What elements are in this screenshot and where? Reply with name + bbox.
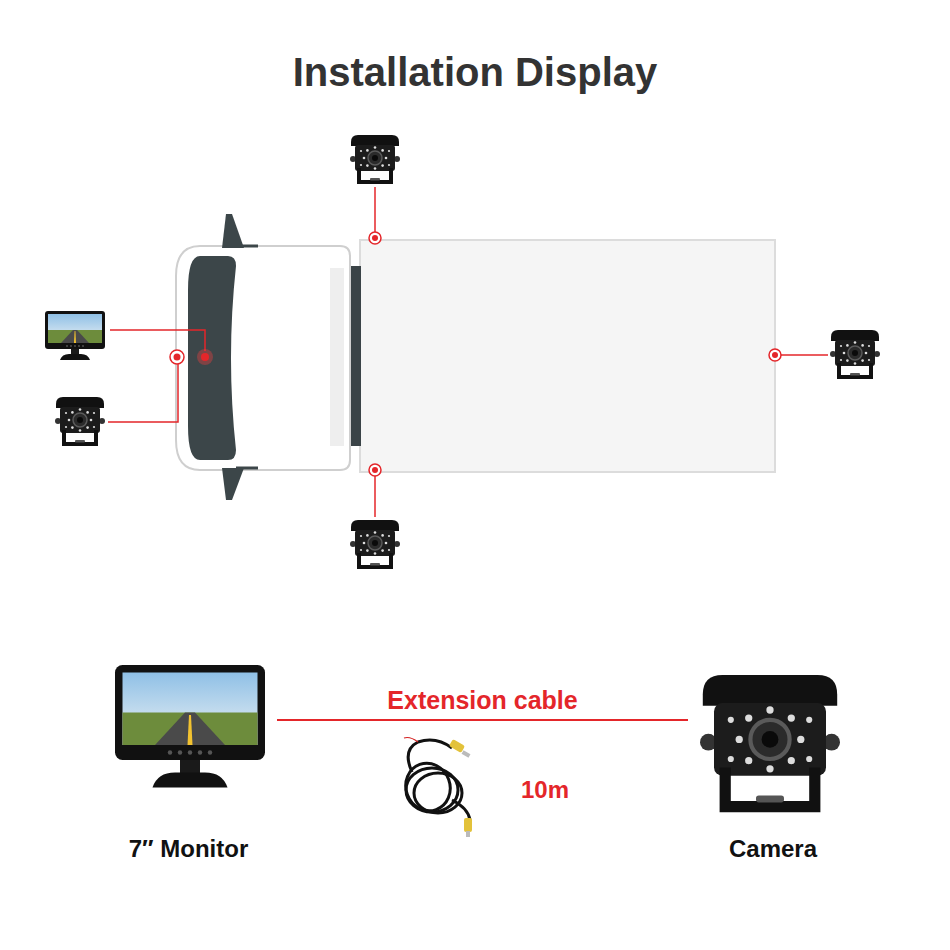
truck-cab [176,246,350,470]
camera-icon [55,397,105,444]
cab-rear [330,268,344,446]
camera-node: Camera [688,650,858,872]
leader-lines [110,330,205,351]
leader-lines [108,187,828,517]
mount-points [369,464,381,476]
monitor-icon [45,311,105,360]
mirror [222,214,244,248]
windshield [188,256,236,460]
mount-points [197,349,213,365]
mount-points [174,354,181,361]
leader-lines [108,364,178,422]
camera-picture [700,675,840,807]
cable-loops [452,800,470,820]
cable-loops [399,757,457,817]
device-label: Camera [729,835,817,864]
leader-lines [781,354,828,356]
cable-coil [399,738,472,838]
truck [176,214,775,500]
mount-points [772,352,778,358]
rca-plug [464,818,472,832]
camera-icon [350,520,400,567]
truck-box [360,240,775,472]
mount-points [170,232,781,476]
mirror-arm [236,245,258,248]
cable-loops [399,740,470,820]
leader-lines [374,476,376,517]
mount-points [369,232,381,244]
mirror [222,468,244,500]
rca-tip [466,831,470,837]
cable-loops [408,740,452,772]
mount-points [372,467,378,473]
mount-points [201,353,209,361]
rca-plug [449,739,465,753]
monitor-node: 7″ Monitor [100,650,277,872]
camera-icon [830,330,880,377]
leader-lines [374,187,376,232]
mount-points [170,350,184,364]
mirror-arm [236,467,258,470]
cable-length: 10m [521,776,569,805]
diagram-title: Installation Display [0,48,950,96]
camera-icon [350,135,400,182]
rca-tip [462,750,471,757]
extension-cable-line [277,719,688,721]
monitor-picture [115,665,265,788]
mount-points [769,349,781,361]
device-label: 7″ Monitor [129,835,248,864]
cable-loops [414,773,462,813]
mount-points [372,235,378,241]
power-wire [404,738,418,743]
edge-label: Extension cable [383,685,581,715]
